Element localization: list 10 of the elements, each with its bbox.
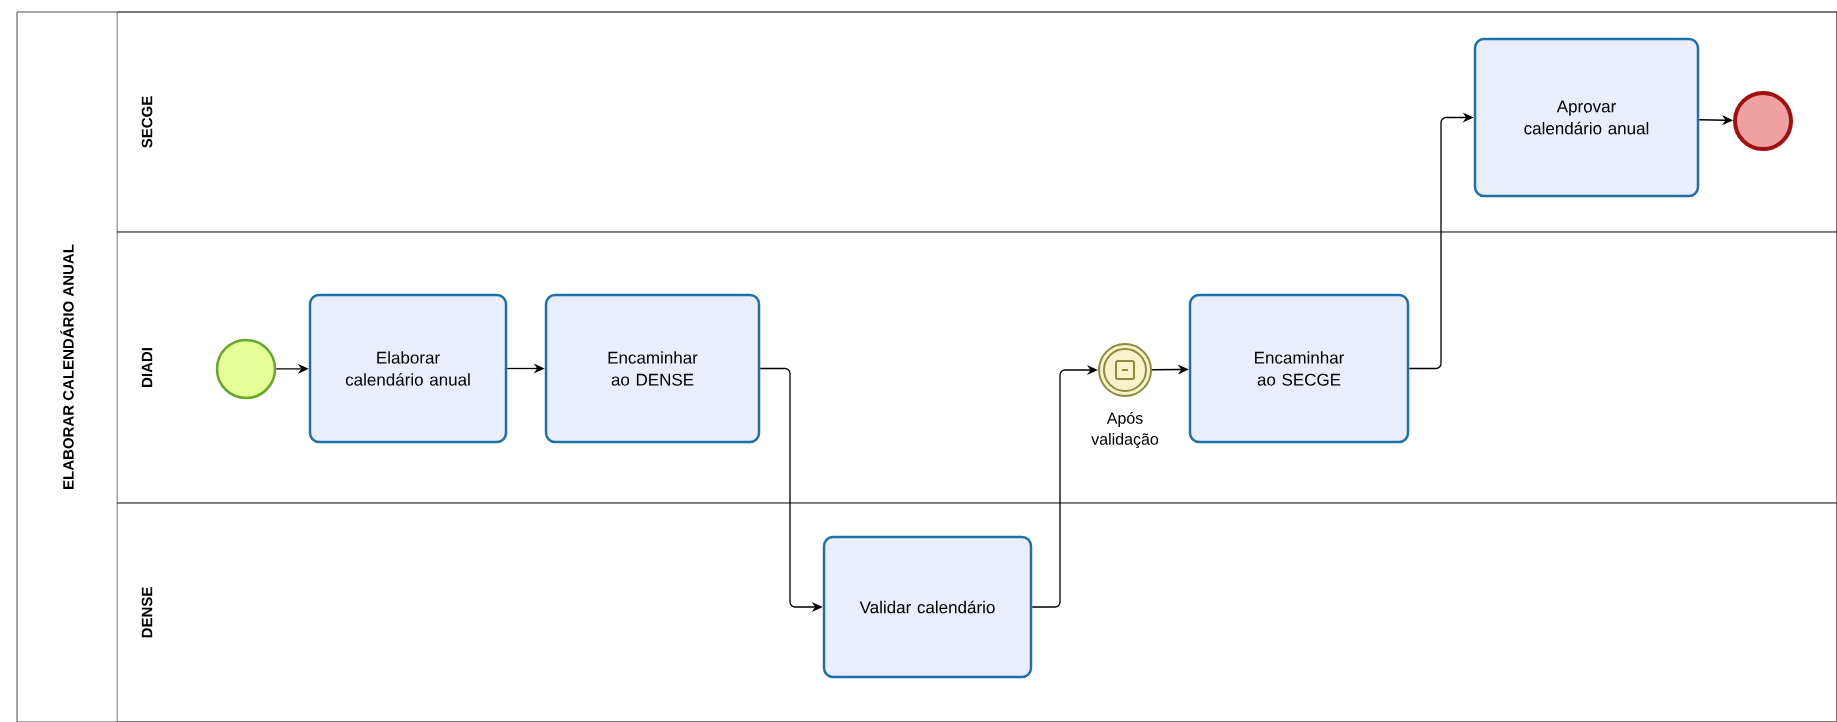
- intermediate-event: [1098, 343, 1152, 397]
- end-event: [1733, 91, 1793, 151]
- task-box: Aprovar calendário anual: [1473, 37, 1700, 198]
- event-label: Após validação: [1091, 411, 1159, 449]
- task-box: Validar calendário: [822, 535, 1033, 679]
- task-box: Encaminhar ao SECGE: [1188, 293, 1410, 444]
- task-box: Elaborar calendário anual: [308, 293, 508, 444]
- task-box: Encaminhar ao DENSE: [544, 293, 761, 444]
- start-event: [215, 338, 277, 400]
- arrow: [1031, 364, 1098, 608]
